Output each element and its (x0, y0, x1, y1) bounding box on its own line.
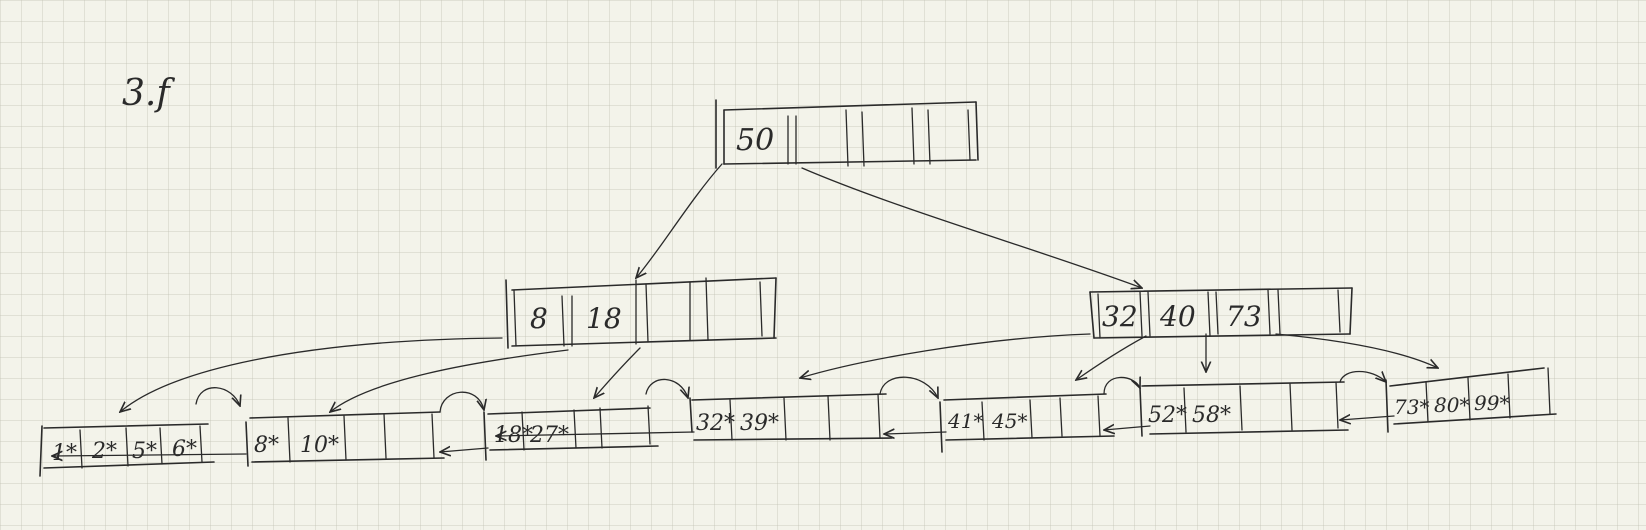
internal-right-key-2: 40 (1159, 300, 1196, 333)
internal-node-right: 32 40 73 (1089, 287, 1353, 339)
pointer-arrow (594, 347, 641, 398)
leaf-node: 32* 39* (689, 393, 893, 441)
sibling-link-arrow (439, 391, 484, 413)
pointer-arrow (120, 337, 503, 412)
page-title: 3.f (122, 73, 175, 114)
leaf-entry: 99* (1474, 391, 1509, 415)
leaf-entry: 39* (740, 411, 779, 436)
sibling-link-arrow (1103, 377, 1140, 395)
leaf-entry: 10* (300, 433, 339, 458)
sibling-link-arrow (195, 387, 240, 406)
pointer-arrow (801, 167, 1142, 288)
leaf-node: 1* 2* 5* 6* (39, 423, 215, 477)
sibling-link-arrow (496, 432, 695, 436)
leaf-node: 41* 45* (939, 393, 1115, 453)
leaf-entry: 2* (91, 439, 117, 464)
sibling-link-arrow (1104, 426, 1151, 430)
internal-left-key-1: 8 (530, 302, 548, 335)
leaf-entry: 1* (52, 441, 77, 466)
leaf-entry: 58* (1192, 403, 1231, 428)
internal-right-key-3: 73 (1226, 300, 1262, 333)
leaf-entry: 73* (1394, 395, 1429, 419)
leaf-node: 18* 27* (483, 405, 659, 461)
leaf-sibling-links (52, 370, 1395, 457)
sibling-link-arrow (440, 448, 489, 452)
leaf-entry: 45* (991, 409, 1027, 433)
root-node: 50 (715, 99, 979, 169)
sibling-link-arrow (879, 376, 938, 398)
leaf-entry: 52* (1148, 403, 1187, 428)
leaf-entry: 6* (172, 437, 197, 462)
leaf-node: 8* 10* (245, 411, 445, 467)
sibling-link-arrow (645, 378, 688, 398)
sibling-link-arrow (1339, 370, 1386, 383)
leaf-entry: 80* (1434, 393, 1469, 417)
root-key-1: 50 (736, 123, 774, 158)
leaf-node: 73* 80* 99* (1385, 367, 1557, 433)
internal-left-key-2: 18 (586, 302, 622, 335)
internal-right-key-1: 32 (1102, 300, 1138, 333)
sibling-link-arrow (1340, 416, 1395, 420)
leaf-entry: 41* (947, 409, 983, 433)
tree-pointers (120, 163, 1438, 412)
leaf-entry: 5* (132, 439, 157, 464)
pointer-arrow (1076, 335, 1147, 380)
pointer-arrow (330, 349, 569, 412)
pointer-arrow (636, 163, 723, 278)
sibling-link-arrow (52, 454, 247, 456)
pointer-arrow (1275, 333, 1438, 368)
leaf-entry: 8* (254, 433, 279, 458)
pointer-arrow (800, 333, 1091, 378)
sibling-link-arrow (884, 432, 947, 434)
leaf-entry: 32* (696, 411, 735, 436)
leaf-node: 52* 58* (1139, 381, 1349, 437)
internal-node-left: 8 18 (505, 277, 777, 349)
